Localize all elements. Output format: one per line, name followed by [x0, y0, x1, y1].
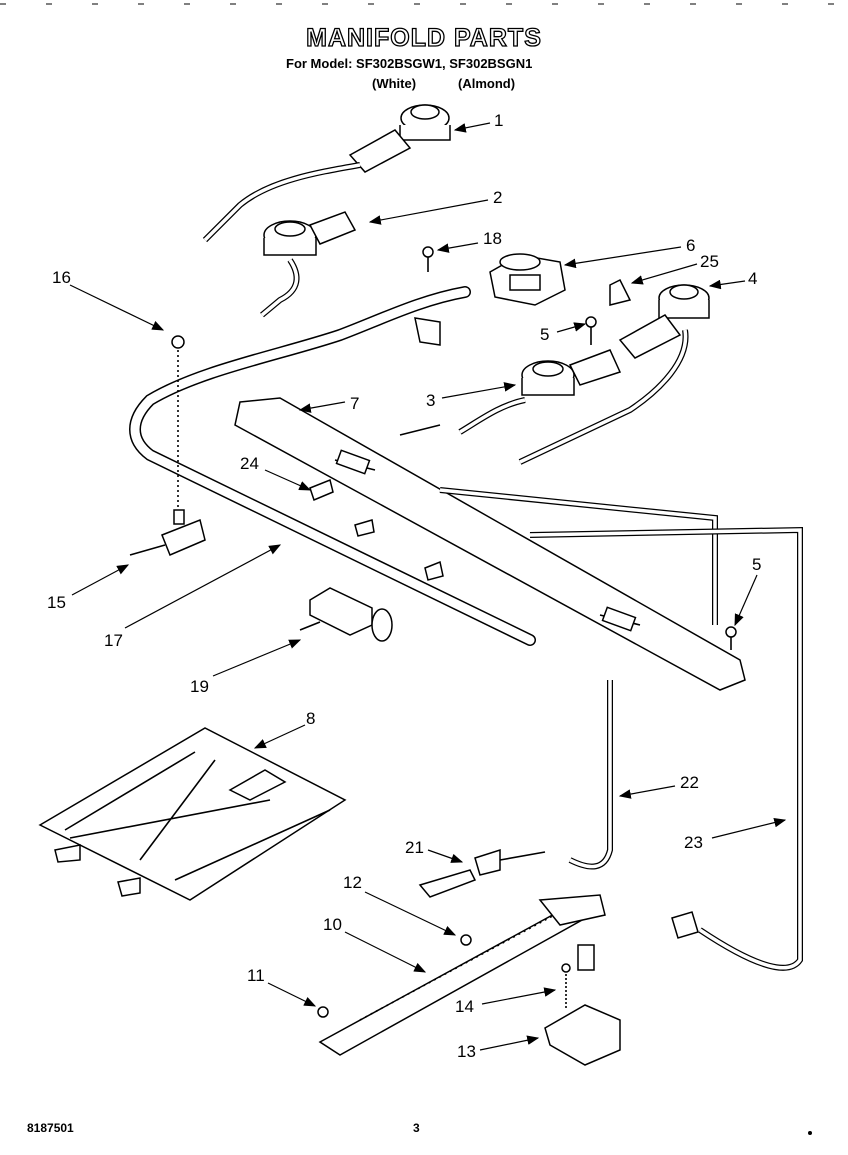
callout-10: 10	[323, 915, 342, 934]
callout-25: 25	[700, 252, 719, 271]
callout-6: 6	[686, 236, 696, 255]
fitting-23	[671, 911, 699, 939]
callout-2: 2	[493, 188, 503, 207]
screw-5-lower	[725, 626, 737, 650]
ignitor-19	[299, 587, 393, 642]
pressure-regulator	[489, 253, 566, 306]
manifold-bracket	[234, 397, 746, 691]
burner-4	[518, 284, 710, 465]
callout-8: 8	[306, 709, 316, 728]
page-title: MANIFOLD PARTS	[305, 23, 542, 52]
leader-lines	[69, 122, 787, 1051]
callout-13: 13	[457, 1042, 476, 1061]
callout-23: 23	[684, 833, 703, 852]
bottom-tray-8	[38, 727, 347, 901]
callout-5-lower: 5	[752, 555, 762, 574]
screw-12	[460, 934, 472, 946]
clip-25	[609, 278, 632, 306]
gas-tubes	[439, 487, 803, 971]
screw-5-upper	[585, 316, 597, 345]
callout-24: 24	[240, 454, 259, 473]
model-subtitle: For Model: SF302BSGW1, SF302BSGN1	[286, 56, 533, 71]
page-number: 3	[413, 1121, 420, 1135]
callout-3: 3	[426, 391, 436, 410]
callout-15: 15	[47, 593, 66, 612]
callout-5-upper: 5	[540, 325, 550, 344]
callout-16: 16	[52, 268, 71, 287]
screw-18	[414, 246, 441, 346]
callout-22: 22	[680, 773, 699, 792]
burner-1	[202, 104, 451, 243]
callout-7: 7	[350, 394, 360, 413]
callout-4: 4	[748, 269, 758, 288]
screw-16-and-valve-15	[129, 335, 206, 556]
callout-1: 1	[494, 111, 504, 130]
variant-white: (White)	[372, 76, 417, 91]
callout-12: 12	[343, 873, 362, 892]
callout-18: 18	[483, 229, 502, 248]
variant-almond: (Almond)	[458, 76, 516, 91]
manifold-pipe	[129, 286, 536, 646]
callout-11: 11	[247, 966, 265, 985]
burner-tube-10	[318, 894, 606, 1056]
fittings-24	[309, 424, 444, 581]
screw-11	[317, 1006, 329, 1018]
callout-19: 19	[190, 677, 209, 696]
callout-21: 21	[405, 838, 424, 857]
burner-3	[458, 349, 622, 435]
burner-2	[260, 211, 357, 318]
callout-17: 17	[104, 631, 123, 650]
electrode-21	[418, 848, 546, 898]
callout-14: 14	[455, 997, 474, 1016]
valve-13	[544, 944, 621, 1066]
doc-number: 8187501	[27, 1121, 74, 1135]
